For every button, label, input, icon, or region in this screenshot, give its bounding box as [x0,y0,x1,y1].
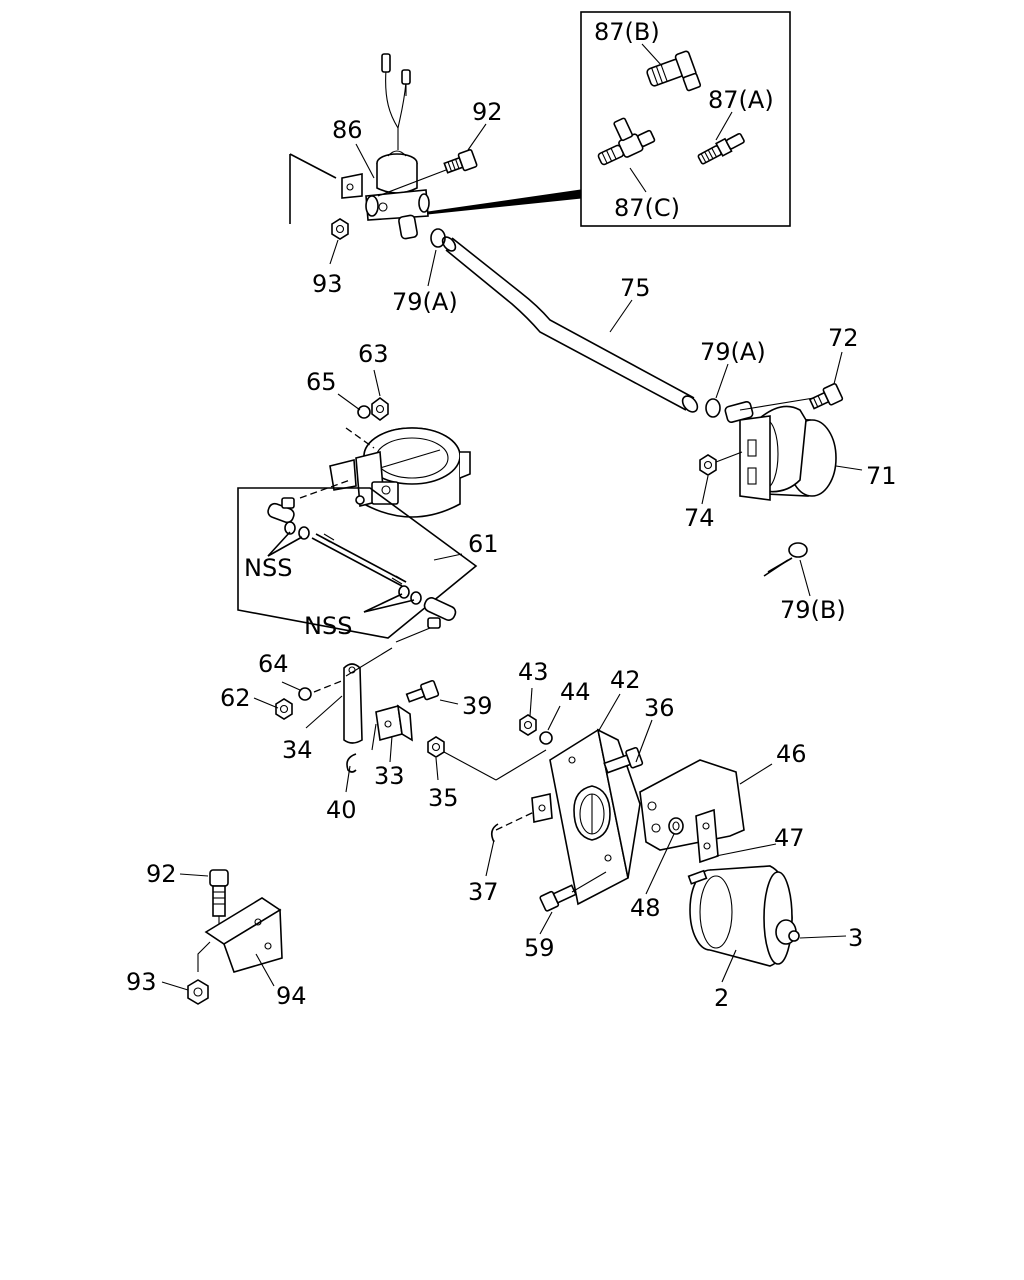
clip-40 [346,753,357,773]
callout-62: 62 [220,684,251,712]
callout-65: 65 [306,368,337,396]
vacuum-tank-71 [724,395,837,501]
washer-65 [357,405,371,419]
bolt-92-bottom [209,869,229,930]
callout-79a-right: 79(A) [700,338,766,366]
bolt-39 [405,679,440,703]
callout-74: 74 [684,504,715,532]
callout-labels: 87(B) 87(A) 87(C) 86 92 93 79(A) 75 79(A… [126,18,897,1012]
callout-79a-left: 79(A) [392,288,458,316]
callout-59: 59 [524,934,555,962]
callout-87a: 87(A) [708,86,774,114]
washer-48 [668,817,684,835]
bracket-46 [639,759,745,851]
callout-79b: 79(B) [780,596,846,624]
elbow-fitting-87b [646,50,702,92]
bracket-47 [695,808,719,864]
washer-44 [539,731,553,745]
throttle-body [329,427,471,518]
callout-87b: 87(B) [594,18,660,46]
nut-35 [427,736,547,781]
callout-94: 94 [276,982,307,1010]
nut-62 [275,698,293,720]
clip-37 [490,823,499,843]
nut-43 [519,714,537,736]
bolt-72 [808,383,844,410]
callout-42: 42 [610,666,641,694]
nut-93-bottom [187,979,209,1005]
hose-75 [441,236,699,413]
tee-fitting-87c [597,117,656,166]
callout-93-top: 93 [312,270,343,298]
callout-61: 61 [468,530,499,558]
lever-34 [313,647,393,744]
callout-92-top: 92 [472,98,503,126]
callout-63: 63 [358,340,389,368]
callout-nss-1: NSS [244,554,292,582]
bracket-33 [371,704,413,751]
rod-assembly-61 [237,479,478,643]
callout-93-bottom: 93 [126,968,157,996]
callout-40: 40 [326,796,357,824]
solenoid-valve-86 [289,53,430,240]
callout-2: 2 [714,984,729,1012]
callout-46: 46 [776,740,807,768]
o-ring-79a-right [705,398,721,418]
nut-74 [699,451,743,476]
callout-leaders [161,43,863,991]
callout-33: 33 [374,762,405,790]
bolt-92-top [377,149,478,197]
callout-64: 64 [258,650,289,678]
callout-37: 37 [468,878,499,906]
callout-87c: 87(C) [614,194,680,222]
vacuum-actuator-2 [687,865,800,967]
callout-3: 3 [848,924,863,952]
nut-63 [371,397,389,421]
callout-36: 36 [644,694,675,722]
callout-71: 71 [866,462,897,490]
callout-92-bottom: 92 [146,860,177,888]
washer-64 [298,687,312,701]
callout-nss-2: NSS [304,612,352,640]
bolt-36 [603,746,644,774]
hose-clip-79b [763,542,808,577]
callout-35: 35 [428,784,459,812]
callout-48: 48 [630,894,661,922]
nut-93-top [331,218,349,240]
callout-75: 75 [620,274,651,302]
callout-72: 72 [828,324,859,352]
callout-47: 47 [774,824,805,852]
bracket-94 [197,897,283,973]
bolt-59 [539,871,607,912]
straight-fitting-87a [697,132,745,165]
callout-86: 86 [332,116,363,144]
bracket-42 [495,728,641,906]
callout-39: 39 [462,692,493,720]
callout-44: 44 [560,678,591,706]
callout-43: 43 [518,658,549,686]
callout-34: 34 [282,736,313,764]
